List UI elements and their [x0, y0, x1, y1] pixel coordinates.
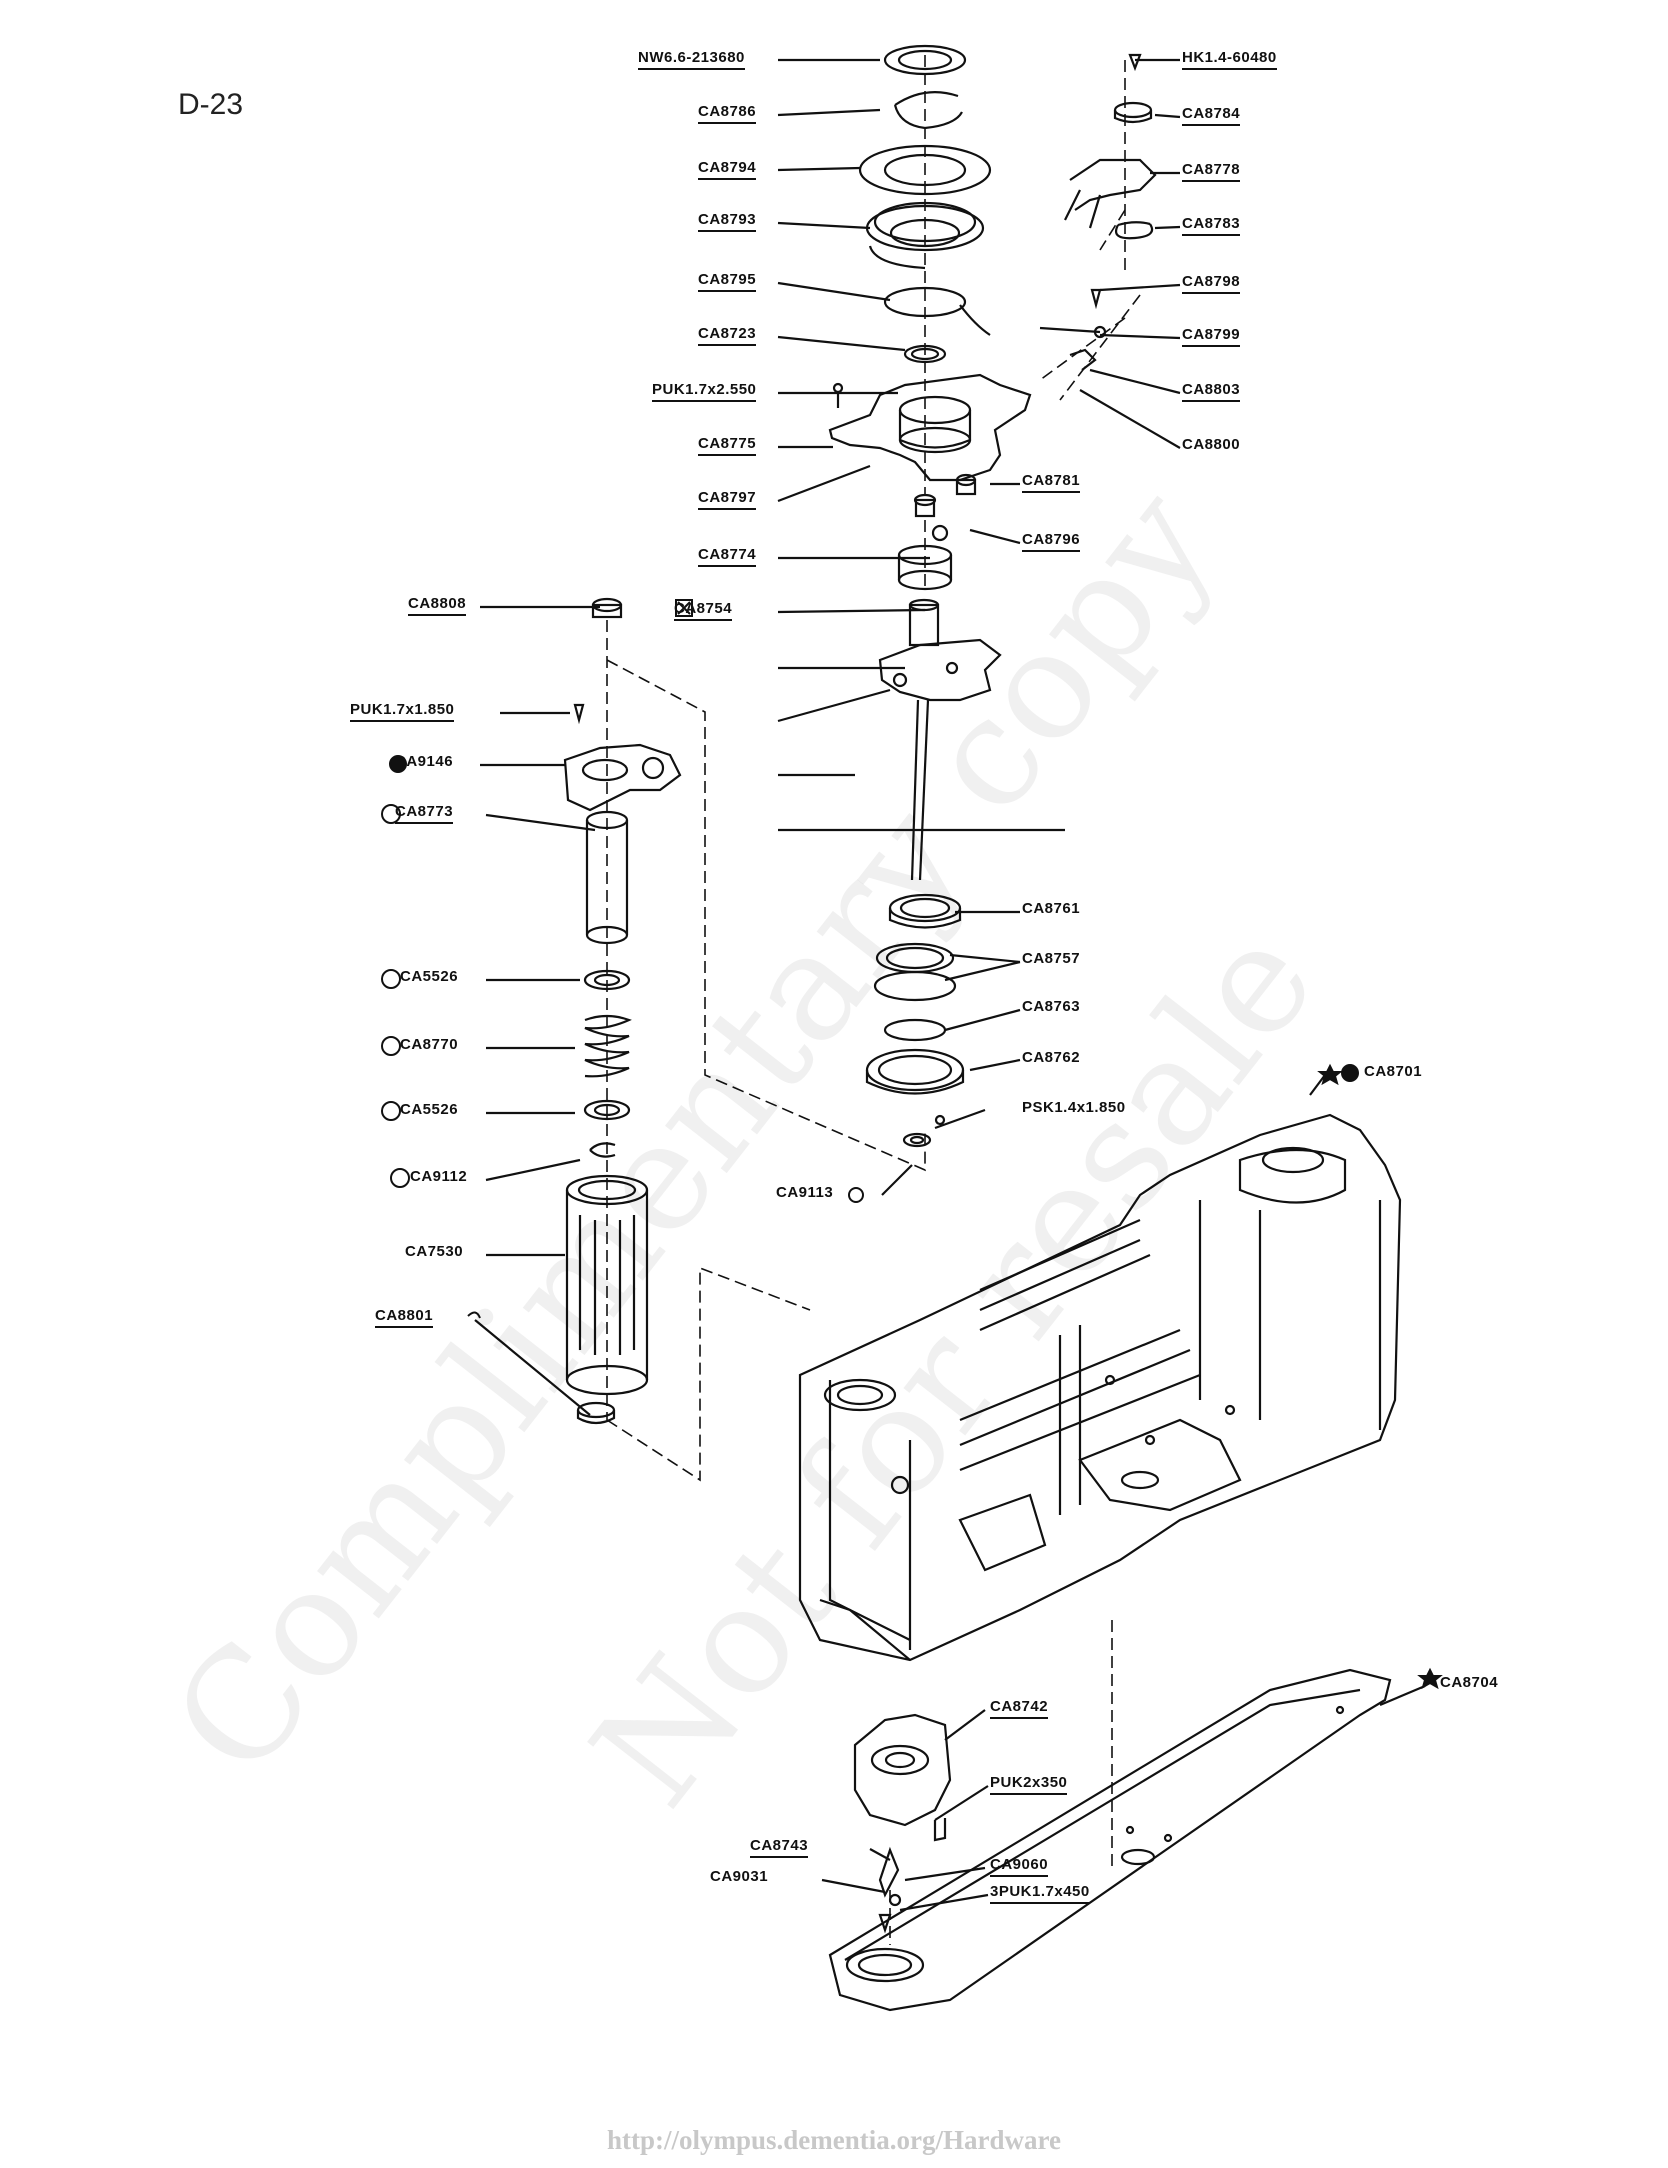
bottom-plate	[828, 1668, 1392, 2012]
part-label: CA8799	[1182, 327, 1241, 347]
part-label: CA8742	[990, 1699, 1049, 1719]
assembly-axes	[606, 55, 1141, 1945]
part-label: CA8743	[750, 1838, 809, 1858]
part-label: CA8784	[1182, 106, 1241, 126]
marker-hook-icon	[467, 1311, 481, 1319]
part-label: CA8798	[1182, 274, 1241, 294]
part-label: NW6.6-213680	[638, 50, 745, 70]
part-label: CA8794	[698, 160, 757, 180]
camera-body	[798, 1113, 1402, 1662]
part-label: CA8781	[1022, 473, 1081, 493]
marker-circle-icon	[381, 969, 401, 989]
part-label: CA8800	[1182, 436, 1241, 453]
part-label: CA8808	[408, 596, 467, 616]
part-label: CA8775	[698, 436, 757, 456]
part-label: PUK1.7x2.550	[652, 382, 757, 402]
part-label: CA8783	[1182, 216, 1241, 236]
marker-dot-icon	[389, 755, 407, 773]
part-label: CA8757	[1022, 950, 1081, 967]
part-label: CA9031	[710, 1868, 769, 1885]
marker-circle-icon	[381, 1101, 401, 1121]
footer-url: http://olympus.dementia.org/Hardware	[607, 2125, 1061, 2155]
marker-circle-icon	[381, 804, 401, 824]
marker-box-icon	[675, 599, 693, 617]
part-label: CA8793	[698, 212, 757, 232]
part-label: 3PUK1.7x450	[990, 1884, 1090, 1904]
leader-lines	[474, 58, 1426, 1912]
right-small-parts	[1039, 53, 1157, 371]
part-label: CA8796	[1022, 532, 1081, 552]
page-id: D-23	[178, 88, 244, 121]
marker-circle-icon	[390, 1168, 410, 1188]
part-label: CA9060	[990, 1857, 1049, 1877]
part-label: CA8797	[698, 490, 757, 510]
part-label: PUK2x350	[990, 1775, 1068, 1795]
part-label: CA9112	[410, 1168, 468, 1185]
part-label: CA8723	[698, 326, 757, 346]
left-column-parts	[563, 597, 682, 1425]
marker-circle-icon	[848, 1187, 864, 1203]
part-label: CA7530	[405, 1243, 464, 1260]
part-label: CA8795	[698, 272, 757, 292]
part-label: CA5526	[400, 1101, 459, 1118]
part-label: CA8701	[1364, 1063, 1423, 1080]
part-label: PSK1.4x1.850	[1022, 1099, 1126, 1116]
star-icon	[1417, 1667, 1443, 1690]
center-stack	[828, 44, 1032, 1148]
part-label: CA9146	[395, 753, 454, 770]
marker-circle-icon	[381, 1036, 401, 1056]
part-label: CA8774	[698, 547, 757, 567]
part-label: CA5526	[400, 968, 459, 985]
part-label: CA8762	[1022, 1049, 1081, 1066]
part-label: CA8704	[1440, 1674, 1499, 1691]
marker-dot-icon	[1341, 1064, 1359, 1082]
part-label: CA8786	[698, 104, 757, 124]
part-label: HK1.4-60480	[1182, 50, 1277, 70]
part-label: CA8773	[395, 804, 454, 824]
part-label: CA8803	[1182, 382, 1241, 402]
part-label: PUK1.7x1.850	[350, 702, 455, 722]
part-label: CA8770	[400, 1036, 459, 1053]
part-label: CA9113	[776, 1184, 834, 1201]
part-label: CA8761	[1022, 900, 1081, 917]
star-icon	[1317, 1063, 1343, 1086]
part-label: CA8778	[1182, 162, 1241, 182]
part-label: CA8763	[1022, 998, 1081, 1015]
part-label: CA8801	[375, 1308, 434, 1328]
